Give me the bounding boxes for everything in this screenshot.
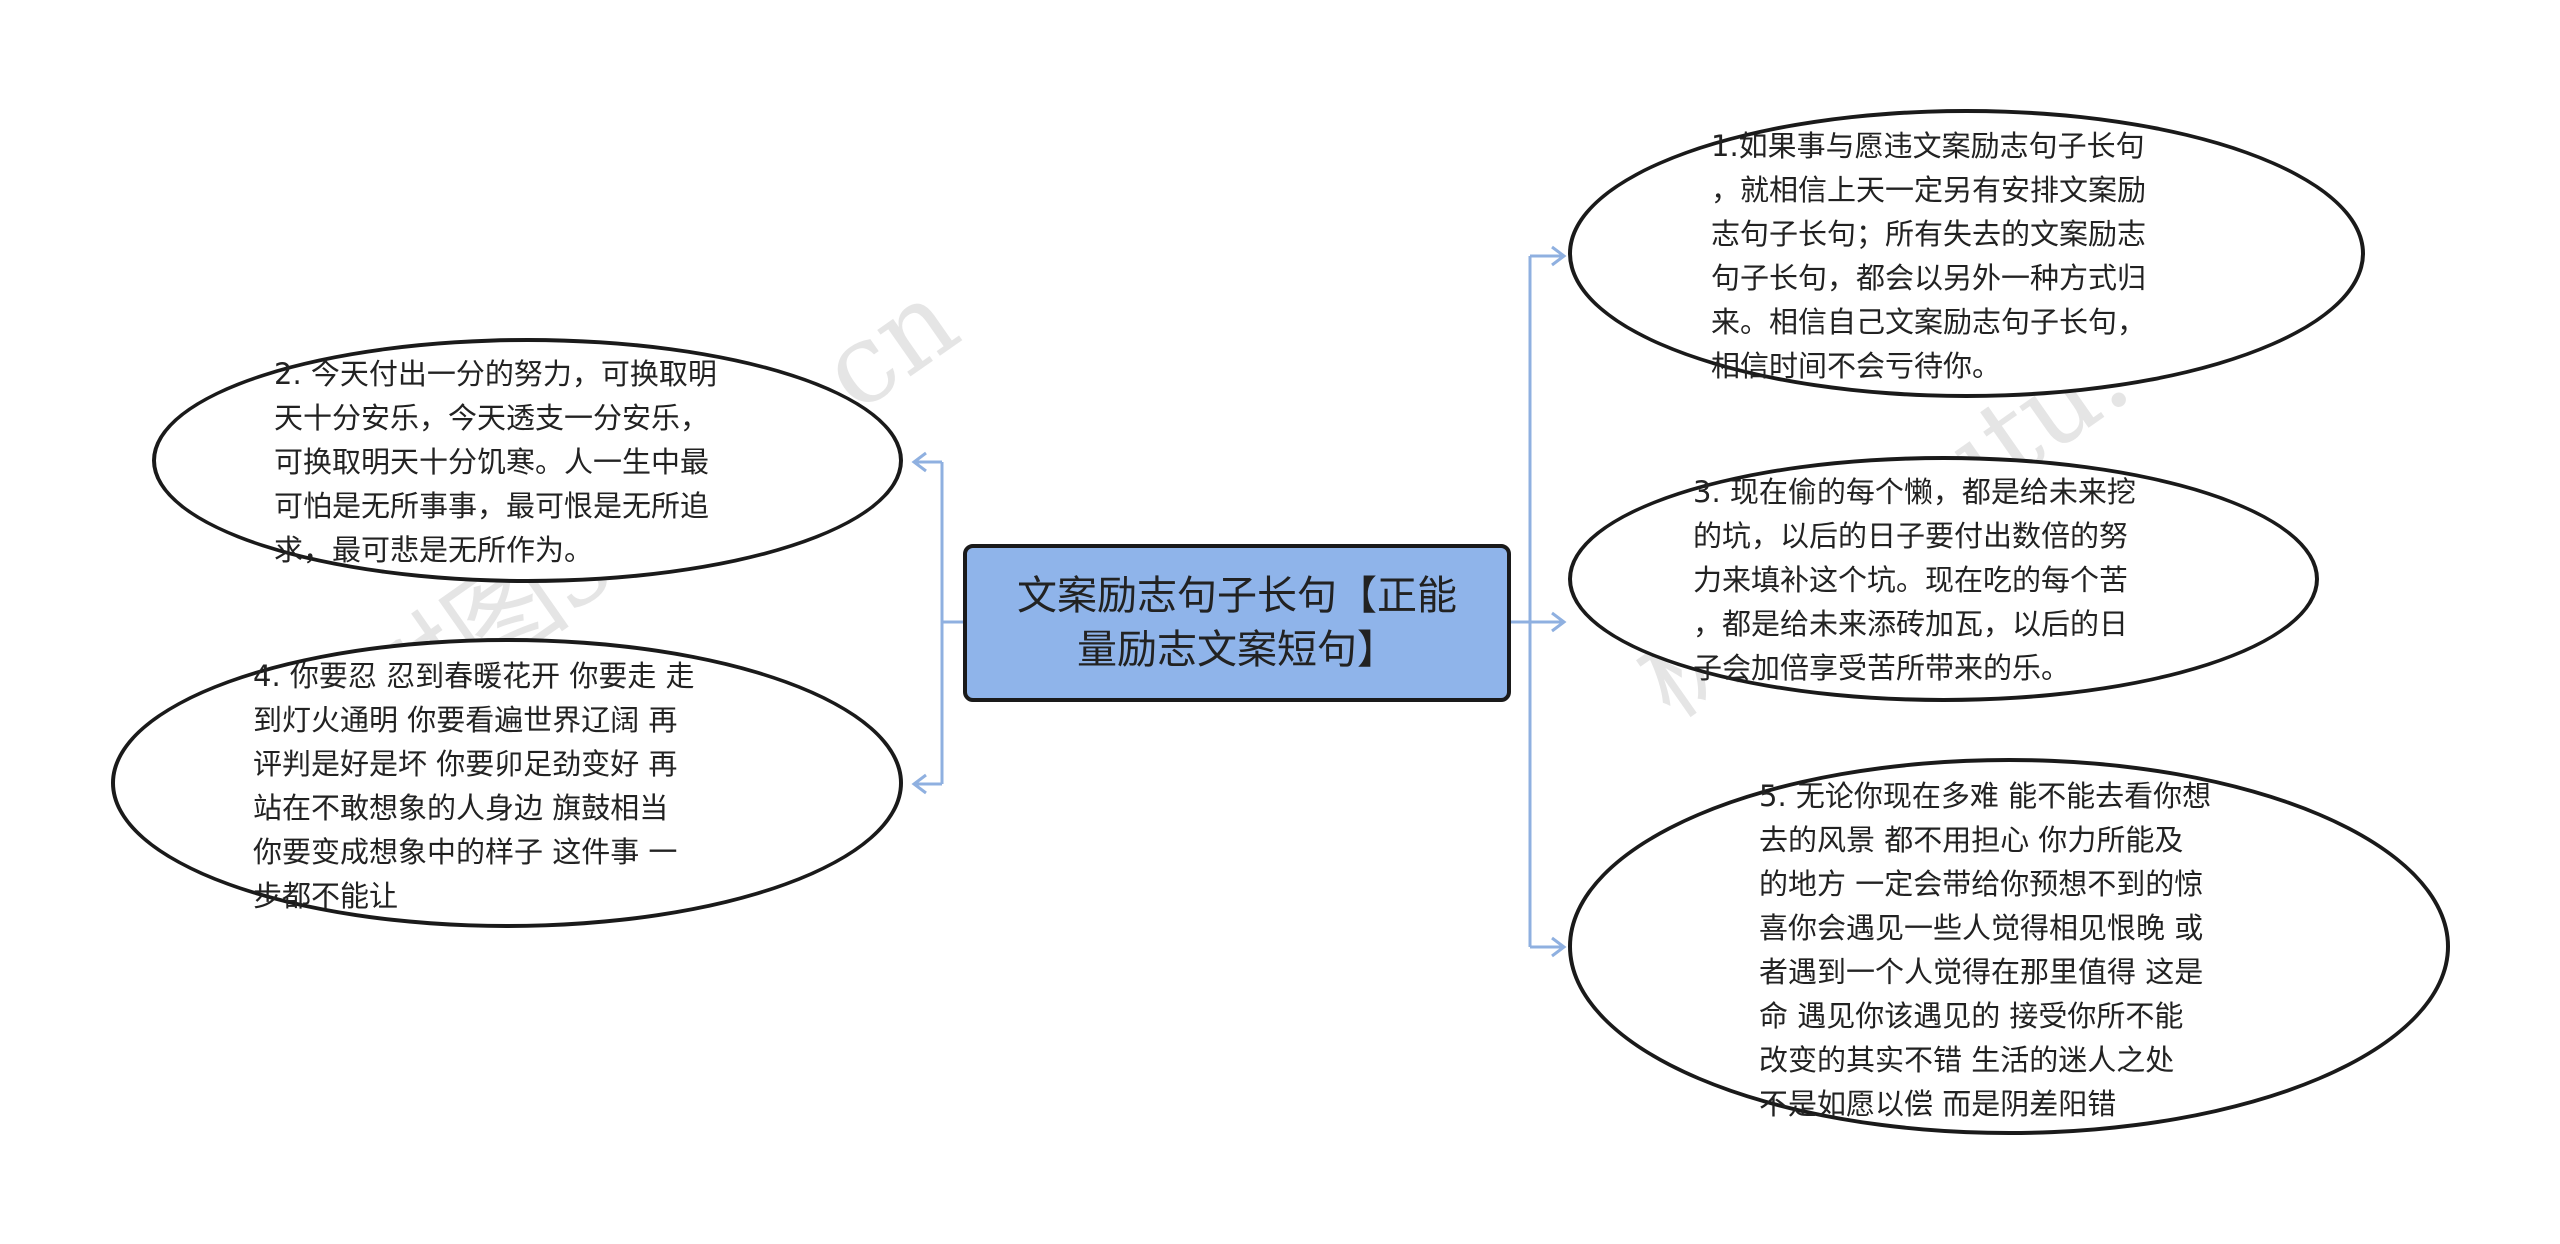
topic-node-4[interactable] — [111, 638, 903, 928]
text-line: 去的风景 都不用担心 你力所能及 — [1759, 823, 2184, 857]
text-line: 3. 现在偷的每个懒，都是给未来挖 — [1693, 475, 2136, 509]
text-line: 不是如愿以偿 而是阴差阳错 — [1759, 1087, 2117, 1121]
topic-node-3-text: 3. 现在偷的每个懒，都是给未来挖 的坑，以后的日子要付出数倍的努 力来填补这个… — [1693, 470, 2136, 690]
text-line: 1.如果事与愿违文案励志句子长句 — [1711, 129, 2145, 163]
text-line: 可换取明天十分饥寒。人一生中最 — [274, 445, 710, 479]
arrow-to-node-1 — [1551, 245, 1567, 267]
topic-node-3[interactable] — [1568, 456, 2319, 702]
topic-node-5[interactable] — [1568, 758, 2450, 1135]
topic-node-2-text: 2. 今天付出一分的努力，可换取明 天十分安乐，今天透支一分安乐， 可换取明天十… — [274, 352, 717, 572]
text-line: 的坑，以后的日子要付出数倍的努 — [1693, 519, 2129, 553]
connector-right-trunk — [1511, 254, 1562, 949]
text-line: 力来填补这个坑。现在吃的每个苦 — [1693, 563, 2129, 597]
topic-node-1[interactable] — [1568, 109, 2365, 398]
text-line: 你要变成想象中的样子 这件事 一 — [253, 835, 678, 869]
topic-node-1-text: 1.如果事与愿违文案励志句子长句 ，就相信上天一定另有安排文案励 志句子长句；所… — [1711, 124, 2146, 388]
central-topic-line: 文案励志句子长句【正能 — [1017, 573, 1457, 619]
arrow-to-node-5 — [1551, 936, 1567, 958]
central-topic[interactable]: 文案励志句子长句【正能 量励志文案短句】 — [963, 544, 1511, 702]
text-line: 志句子长句；所有失去的文案励志 — [1711, 217, 2147, 251]
arrow-to-node-4 — [911, 773, 927, 795]
topic-node-4-text: 4. 你要忍 忍到春暖花开 你要走 走 到灯火通明 你要看遍世界辽阔 再 评判是… — [253, 654, 695, 918]
text-line: 的地方 一定会带给你预想不到的惊 — [1759, 867, 2204, 901]
text-line: 天十分安乐，今天透支一分安乐， — [274, 401, 710, 435]
text-line: 步都不能让 — [253, 879, 399, 913]
text-line: 4. 你要忍 忍到春暖花开 你要走 走 — [253, 659, 695, 693]
topic-node-2[interactable] — [152, 338, 903, 583]
text-line: 站在不敢想象的人身边 旗鼓相当 — [253, 791, 669, 825]
text-line: 可怕是无所事事，最可恨是无所追 — [274, 489, 710, 523]
text-line: 子会加倍享受苦所带来的乐。 — [1693, 651, 2071, 685]
arrow-to-node-3 — [1551, 611, 1567, 633]
text-line: 者遇到一个人觉得在那里值得 这是 — [1759, 955, 2204, 989]
arrow-to-node-2 — [911, 451, 927, 473]
connector-left-trunk — [916, 460, 963, 786]
text-line: 求，最可悲是无所作为。 — [274, 533, 594, 567]
text-line: 改变的其实不错 生活的迷人之处 — [1759, 1043, 2175, 1077]
text-line: 喜你会遇见一些人觉得相见恨晚 或 — [1759, 911, 2204, 945]
text-line: 来。相信自己文案励志句子长句， — [1711, 305, 2147, 339]
central-topic-line: 量励志文案短句】 — [1077, 627, 1397, 673]
text-line: ，都是给未来添砖加瓦，以后的日 — [1693, 607, 2129, 641]
text-line: 命 遇见你该遇见的 接受你所不能 — [1759, 999, 2184, 1033]
text-line: ，就相信上天一定另有安排文案励 — [1711, 173, 2147, 207]
text-line: 2. 今天付出一分的努力，可换取明 — [274, 357, 717, 391]
text-line: 评判是好是坏 你要卯足劲变好 再 — [253, 747, 678, 781]
text-line: 相信时间不会亏待你。 — [1711, 349, 2002, 383]
text-line: 到灯火通明 你要看遍世界辽阔 再 — [253, 703, 678, 737]
topic-node-5-text: 5. 无论你现在多难 能不能去看你想 去的风景 都不用担心 你力所能及 的地方 … — [1759, 774, 2211, 1126]
text-line: 5. 无论你现在多难 能不能去看你想 — [1759, 779, 2212, 813]
text-line: 句子长句，都会以另外一种方式归 — [1711, 261, 2147, 295]
